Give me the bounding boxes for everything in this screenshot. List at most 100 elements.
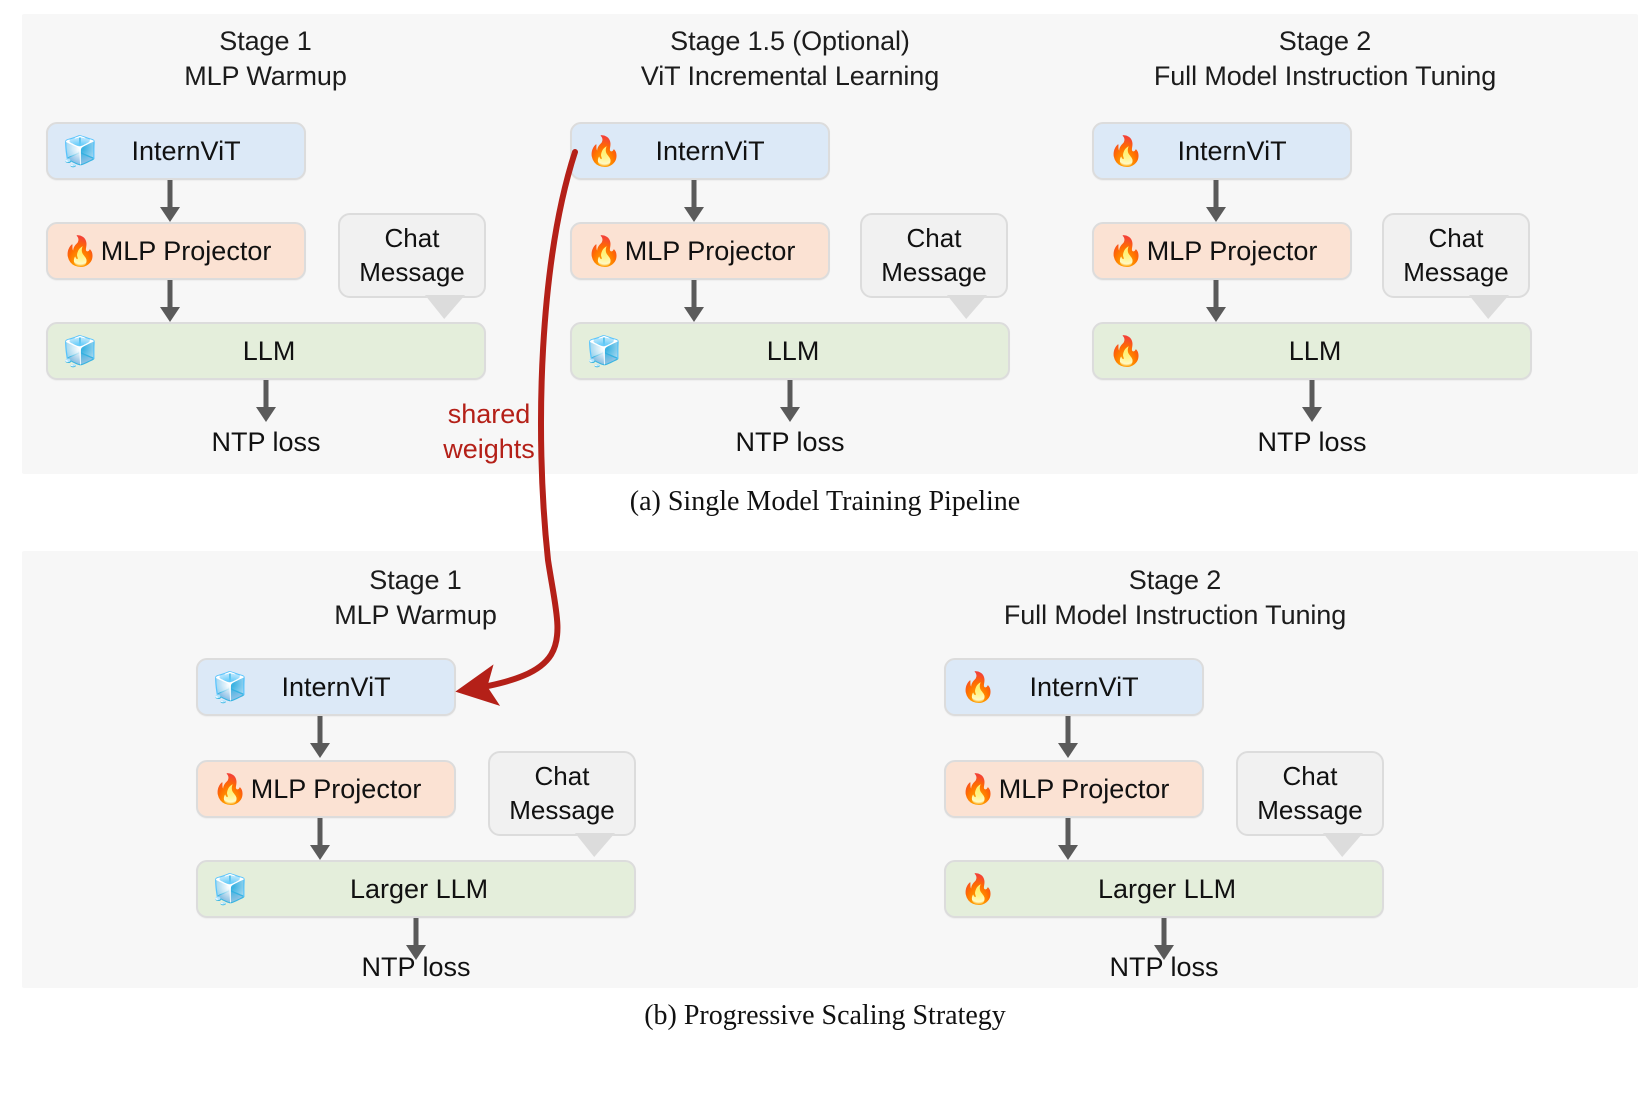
node-mlp-projector-a2[interactable]: 🔥 MLP Projector: [1092, 222, 1352, 280]
bubble-line2: Message: [359, 256, 465, 287]
fire-icon: 🔥: [1108, 133, 1145, 168]
bubble-line1: Chat: [384, 223, 440, 254]
node-larger-llm-b0[interactable]: 🧊 Larger LLM: [196, 860, 636, 918]
caption-panel-a: (a) Single Model Training Pipeline: [629, 486, 1021, 517]
node-mlp-projector-b1[interactable]: 🔥 MLP Projector: [944, 760, 1204, 818]
stage-title-line2: MLP Warmup: [334, 600, 497, 631]
snowflake-icon: 🧊: [212, 669, 249, 704]
stage-title-line1: Stage 2: [1278, 26, 1372, 56]
stage-title-line2: Full Model Instruction Tuning: [1153, 61, 1497, 92]
node-internvit-b0[interactable]: 🧊 InternViT: [196, 658, 456, 716]
node-llm-a1[interactable]: 🧊 LLM: [570, 322, 1010, 380]
arrow-llm-to-loss-a1: [780, 380, 800, 422]
fire-icon: 🔥: [586, 133, 623, 168]
caption-panel-b: (b) Progressive Scaling Strategy: [644, 1000, 1006, 1031]
stage-title-line1: Stage 1: [369, 565, 462, 595]
arrow-projector-to-llm-a1: [684, 280, 704, 322]
arrow-llm-to-loss-a2: [1302, 380, 1322, 422]
chat-message-bubble-b0[interactable]: Chat Message: [488, 751, 636, 857]
node-mlp-projector-b0[interactable]: 🔥 MLP Projector: [196, 760, 456, 818]
shared-weights-label: shared weights: [424, 397, 554, 466]
fire-icon: 🔥: [1108, 333, 1145, 368]
ntp-loss-a2: NTP loss: [1257, 427, 1367, 457]
stage-title-line1: Stage 1: [219, 26, 312, 56]
stage-title-b1: Stage 2 Full Model Instruction Tuning: [940, 563, 1410, 633]
ntp-loss-a0: NTP loss: [211, 427, 321, 457]
node-mlp-projector-a1[interactable]: 🔥 MLP Projector: [570, 222, 830, 280]
shared-weights-line2: weights: [443, 433, 535, 464]
stage-title-line2: ViT Incremental Learning: [640, 61, 940, 92]
snowflake-icon: 🧊: [62, 133, 99, 168]
snowflake-icon: 🧊: [62, 333, 99, 368]
fire-icon: 🔥: [586, 233, 623, 268]
bubble-line1: Chat: [1282, 761, 1338, 792]
arrow-vit-to-projector-a2: [1206, 180, 1226, 222]
arrow-projector-to-llm-b0: [310, 818, 330, 860]
node-label: Larger LLM: [1098, 873, 1237, 904]
fire-icon: 🔥: [960, 771, 997, 806]
bubble-line1: Chat: [1428, 223, 1484, 254]
bubble-line2: Message: [509, 794, 615, 825]
node-llm-a2[interactable]: 🔥 LLM: [1092, 322, 1532, 380]
stage-title-b0: Stage 1 MLP Warmup: [198, 563, 633, 633]
node-label: LLM: [242, 335, 296, 366]
bubble-line2: Message: [1403, 256, 1509, 287]
node-label: InternViT: [1177, 135, 1287, 166]
chat-message-bubble-a2[interactable]: Chat Message: [1382, 213, 1530, 319]
chat-message-bubble-b1[interactable]: Chat Message: [1236, 751, 1384, 857]
fire-icon: 🔥: [960, 669, 997, 704]
node-internvit-a1[interactable]: 🔥 InternViT: [570, 122, 830, 180]
node-label: LLM: [1288, 335, 1342, 366]
node-label: MLP Projector: [624, 235, 796, 266]
node-label: Larger LLM: [350, 873, 489, 904]
fire-icon: 🔥: [1108, 233, 1145, 268]
node-mlp-projector-a0[interactable]: 🔥 MLP Projector: [46, 222, 306, 280]
arrow-vit-to-projector-b0: [310, 716, 330, 758]
arrow-llm-to-loss-a0: [256, 380, 276, 422]
node-label: MLP Projector: [998, 773, 1170, 804]
node-label: InternViT: [281, 671, 391, 702]
snowflake-icon: 🧊: [586, 333, 623, 368]
node-label: InternViT: [1029, 671, 1139, 702]
node-label: InternViT: [655, 135, 765, 166]
stage-title-a0: Stage 1 MLP Warmup: [48, 24, 483, 94]
shared-weights-line1: shared: [447, 399, 531, 429]
node-internvit-a0[interactable]: 🧊 InternViT: [46, 122, 306, 180]
arrow-vit-to-projector-a0: [160, 180, 180, 222]
stage-title-line2: MLP Warmup: [184, 61, 347, 92]
node-larger-llm-b1[interactable]: 🔥 Larger LLM: [944, 860, 1384, 918]
arrow-projector-to-llm-b1: [1058, 818, 1078, 860]
arrow-projector-to-llm-a2: [1206, 280, 1226, 322]
bubble-line2: Message: [1257, 794, 1363, 825]
arrow-llm-to-loss-b0: [406, 918, 426, 960]
bubble-line2: Message: [881, 256, 987, 287]
snowflake-icon: 🧊: [212, 871, 249, 906]
stage-title-line2: Full Model Instruction Tuning: [1003, 600, 1347, 631]
node-label: MLP Projector: [250, 773, 422, 804]
arrow-projector-to-llm-a0: [160, 280, 180, 322]
arrow-vit-to-projector-b1: [1058, 716, 1078, 758]
node-internvit-b1[interactable]: 🔥 InternViT: [944, 658, 1204, 716]
ntp-loss-b0: NTP loss: [361, 952, 471, 982]
node-label: LLM: [766, 335, 820, 366]
stage-title-a1: Stage 1.5 (Optional) ViT Incremental Lea…: [570, 24, 1010, 94]
chat-message-bubble-a0[interactable]: Chat Message: [338, 213, 486, 319]
node-label: MLP Projector: [100, 235, 272, 266]
fire-icon: 🔥: [212, 771, 249, 806]
node-label: MLP Projector: [1146, 235, 1318, 266]
node-llm-a0[interactable]: 🧊 LLM: [46, 322, 486, 380]
bubble-line1: Chat: [906, 223, 962, 254]
arrow-llm-to-loss-b1: [1154, 918, 1174, 960]
ntp-loss-b1: NTP loss: [1109, 952, 1219, 982]
stage-title-line1: Stage 1.5 (Optional): [670, 26, 910, 56]
fire-icon: 🔥: [960, 871, 997, 906]
arrow-vit-to-projector-a1: [684, 180, 704, 222]
stage-title-line1: Stage 2: [1128, 565, 1222, 595]
node-label: InternViT: [131, 135, 241, 166]
bubble-line1: Chat: [534, 761, 590, 792]
ntp-loss-a1: NTP loss: [735, 427, 845, 457]
fire-icon: 🔥: [62, 233, 99, 268]
node-internvit-a2[interactable]: 🔥 InternViT: [1092, 122, 1352, 180]
chat-message-bubble-a1[interactable]: Chat Message: [860, 213, 1008, 319]
stage-title-a2: Stage 2 Full Model Instruction Tuning: [1090, 24, 1560, 94]
